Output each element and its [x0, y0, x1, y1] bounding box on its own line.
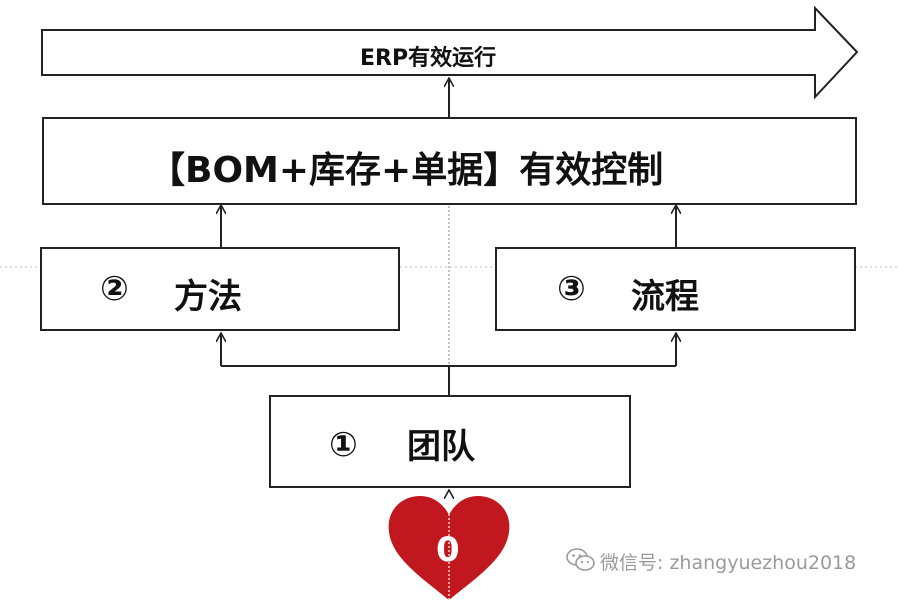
process-number: ③ [557, 269, 586, 309]
process-label: 流程 [631, 277, 699, 317]
control-box-label: 【BOM+库存+单据】有效控制 [149, 150, 664, 191]
process-box: ③ 流程 [495, 247, 856, 331]
method-number: ② [100, 269, 129, 309]
control-box: 【BOM+库存+单据】有效控制 [42, 117, 857, 205]
banner-label: ERP有效运行 [360, 46, 497, 71]
heart-label: 0 [436, 530, 460, 570]
banner-arrow [41, 5, 859, 100]
method-label: 方法 [174, 277, 242, 317]
team-box: ① 团队 [269, 395, 631, 488]
team-number: ① [329, 425, 358, 465]
method-box: ② 方法 [40, 247, 400, 331]
wechat-icon [566, 548, 595, 571]
watermark-text: 微信号: zhangyuezhou2018 [600, 552, 857, 574]
team-label: 团队 [407, 427, 475, 467]
